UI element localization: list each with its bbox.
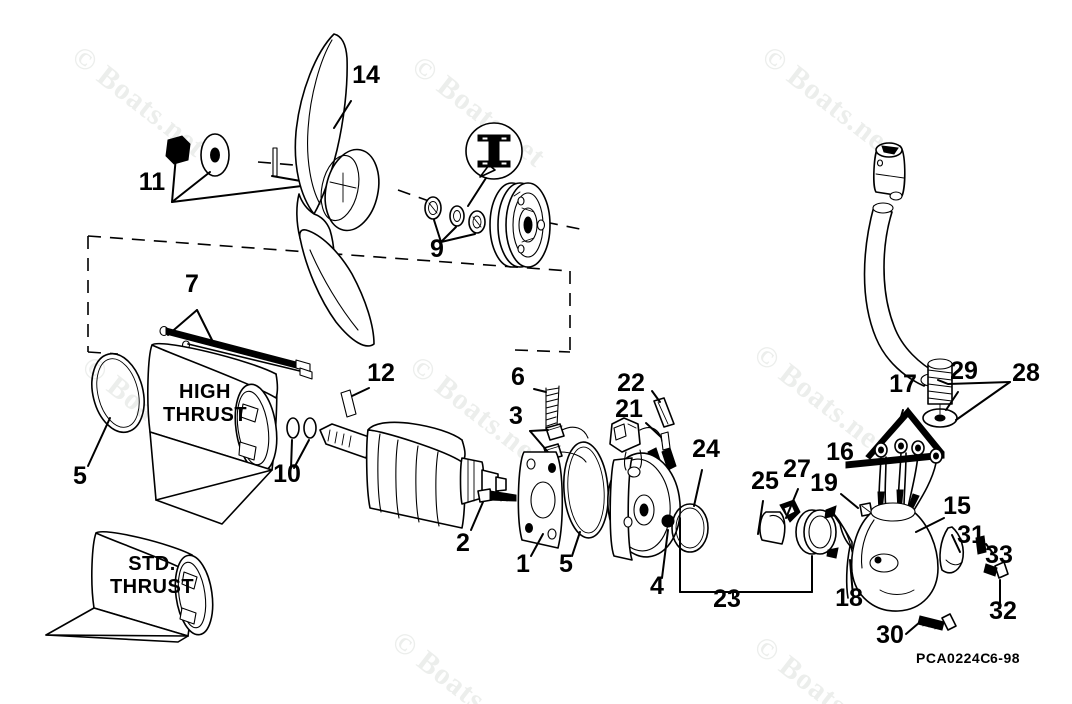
spacer <box>975 535 993 555</box>
callout-prop-nut-washer-pin: 11 <box>139 168 166 196</box>
wire-harness <box>845 406 945 515</box>
callout-ball-detent: 4 <box>650 572 664 600</box>
callout-bushing: 19 <box>810 469 838 497</box>
std-thrust-line2: THRUST <box>110 576 194 598</box>
callout-seal-kit-bracket: 23 <box>713 585 741 613</box>
callout-roll-pin: 22 <box>617 369 645 397</box>
cover-plate <box>939 526 965 574</box>
high-thrust-line1: HIGH <box>179 381 231 403</box>
callout-housing-screw: 18 <box>835 584 863 612</box>
callout-tube-assembly: 28 <box>1012 359 1040 387</box>
prop-centerline-dashed <box>257 161 586 231</box>
screw-short <box>983 561 1009 609</box>
callout-end-cap-plate: 1 <box>516 550 530 578</box>
roll-pin <box>651 390 675 428</box>
o-ring-right <box>562 441 610 557</box>
screw-long <box>905 613 957 635</box>
ball-detent <box>661 514 675 579</box>
callout-wire-harness: 17 <box>889 370 917 398</box>
prop-hardware-group <box>165 133 319 203</box>
revision-date: 6-98 <box>990 650 1020 666</box>
callout-thrust-washer-set: 9 <box>430 235 444 263</box>
footer: PCA0224C 6-98 <box>916 650 1020 666</box>
brush-holder <box>757 488 801 545</box>
lower-unit-housing <box>831 502 945 612</box>
o-ring-seal <box>671 469 709 553</box>
seal-retainer <box>795 505 839 559</box>
std-thrust-line1: STD. <box>128 553 176 575</box>
high-thrust-housing <box>147 342 279 525</box>
callout-o-ring-right: 5 <box>559 550 573 578</box>
housing-screw-18 <box>849 559 854 597</box>
callout-cover-plate: 31 <box>957 521 985 549</box>
o-ring-left <box>87 352 145 467</box>
drive-hub <box>489 182 551 268</box>
screw-armature <box>470 488 517 531</box>
thrust-washer-set <box>424 196 486 243</box>
callout-brush-pair: 3 <box>509 402 523 430</box>
callout-o-ring-left: 5 <box>73 462 87 490</box>
callout-propeller: 14 <box>352 61 380 89</box>
drawing-number: PCA0224C <box>916 650 991 666</box>
end-cap-plate <box>517 451 564 557</box>
callout-screw-short: 32 <box>989 597 1017 625</box>
callout-lower-unit-housing: 15 <box>943 492 971 520</box>
callout-seal-retainer: 27 <box>783 455 811 483</box>
propeller <box>294 33 380 347</box>
callout-brush-holder: 25 <box>751 467 779 495</box>
callout-wire-terminal-set: 16 <box>826 438 854 466</box>
callout-terminal-stud: 21 <box>615 395 643 423</box>
detail-bubble-washer-stack <box>465 122 523 207</box>
brush-spring <box>533 385 560 429</box>
callout-spacer: 33 <box>985 541 1013 569</box>
group-bracket-23 <box>679 517 813 597</box>
callout-drive-pin: 12 <box>367 359 395 387</box>
tube-assembly <box>863 142 1011 428</box>
callout-o-ring-seal: 24 <box>692 435 720 463</box>
shaft-washer-pair <box>286 417 317 469</box>
callout-through-bolt: 7 <box>185 270 199 298</box>
field-magnet-housing <box>607 417 681 561</box>
armature-assembly <box>319 421 507 529</box>
callout-screw-long: 30 <box>876 621 904 649</box>
callout-brush-spring: 6 <box>511 363 525 391</box>
callout-spring-coil: 29 <box>950 357 978 385</box>
std-thrust-label: STD. THRUST <box>110 553 194 598</box>
drive-pin <box>340 387 370 418</box>
callout-screw-armature: 2 <box>456 529 470 557</box>
high-thrust-label: HIGH THRUST <box>163 381 247 426</box>
callout-shaft-washer-pair: 10 <box>273 460 301 488</box>
std-thrust-housing <box>45 531 214 643</box>
high-thrust-line2: THRUST <box>163 404 247 426</box>
